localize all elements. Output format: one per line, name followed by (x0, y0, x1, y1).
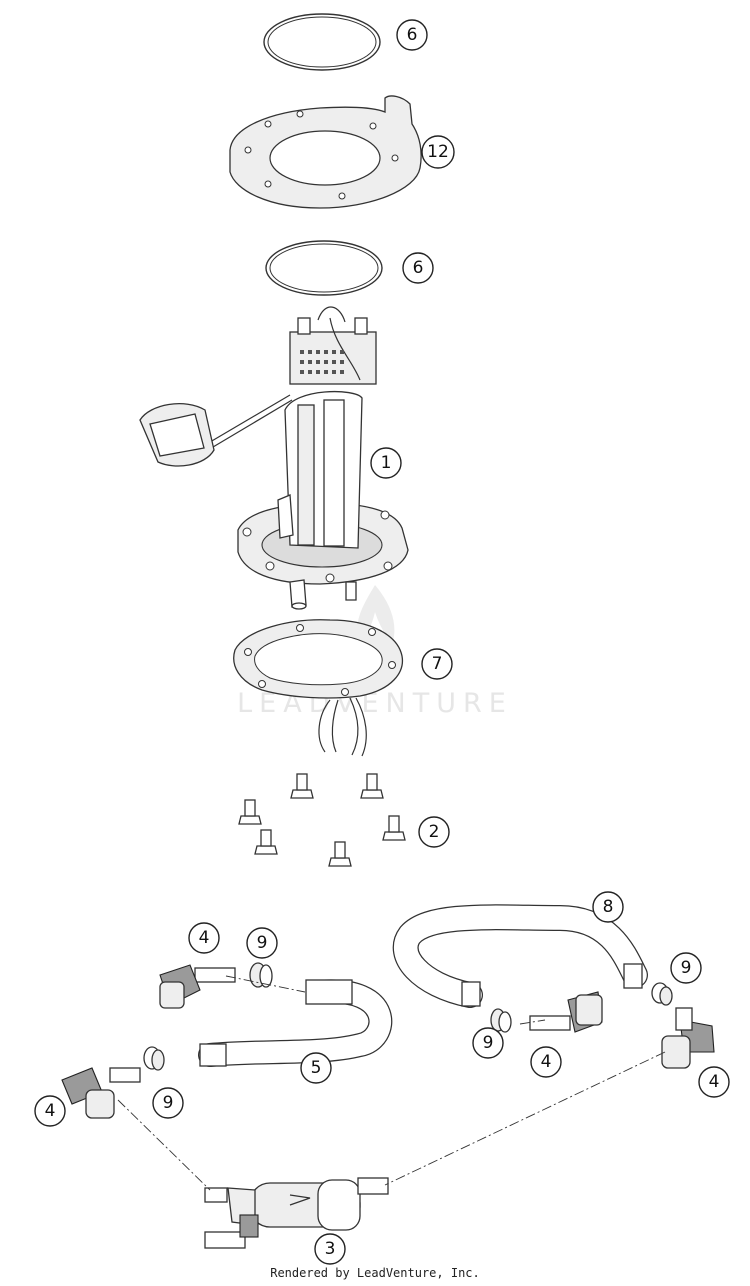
svg-text:12: 12 (427, 142, 449, 162)
callout-part-1-fuel-pump: 1 (370, 447, 402, 479)
callout-part-6-lower-o-ring: 6 (402, 252, 434, 284)
svg-text:1: 1 (381, 453, 392, 473)
svg-text:9: 9 (257, 933, 268, 953)
bolt (290, 773, 314, 799)
svg-text:9: 9 (163, 1093, 174, 1113)
svg-text:7: 7 (432, 654, 443, 674)
gasket-plate (229, 95, 422, 209)
callout-part-9-clamp: 9 (152, 1087, 184, 1119)
svg-text:4: 4 (709, 1072, 720, 1092)
callout-part-3-fuel-filter: 3 (314, 1233, 346, 1265)
quick-connector (61, 1067, 141, 1119)
bolt (328, 841, 352, 867)
hose-clamp (651, 982, 673, 1006)
hose-clamp (143, 1046, 165, 1071)
quick-connector (159, 964, 236, 1009)
hose-clamp (490, 1008, 512, 1033)
callout-part-7-flange-gasket: 7 (421, 648, 453, 680)
quick-connector (661, 1007, 715, 1069)
svg-text:3: 3 (325, 1239, 336, 1259)
fuel-filter (204, 1177, 389, 1249)
quick-connectors (61, 964, 715, 1119)
callout-part-2-bolts: 2 (418, 816, 450, 848)
flange-gasket (233, 619, 404, 757)
callout-part-4-connector: 4 (530, 1046, 562, 1078)
svg-text:4: 4 (45, 1101, 56, 1121)
fuel-hose-right (392, 904, 648, 1008)
callouts: 6 12 6 1 7 2 8 4 9 9 9 4 5 4 9 4 3 (34, 19, 730, 1265)
hose-clamps (143, 962, 673, 1071)
fuel-pump-assembly (139, 306, 409, 610)
svg-text:4: 4 (541, 1052, 552, 1072)
quick-connector (529, 991, 603, 1033)
callout-part-4-connector: 4 (698, 1066, 730, 1098)
callout-part-9-clamp: 9 (246, 927, 278, 959)
bolt (360, 773, 384, 799)
callout-part-6-top-o-ring: 6 (396, 19, 428, 51)
render-credit: Rendered by LeadVenture, Inc. (270, 1266, 480, 1280)
svg-text:6: 6 (407, 25, 418, 45)
flange-bolts (238, 773, 406, 867)
callout-part-5-hose-left: 5 (300, 1052, 332, 1084)
bolt (382, 815, 406, 841)
callout-part-8-hose-right: 8 (592, 891, 624, 923)
callout-part-4-connector: 4 (188, 922, 220, 954)
svg-text:9: 9 (483, 1033, 494, 1053)
svg-text:8: 8 (603, 897, 614, 917)
hose-clamp (249, 962, 273, 988)
o-ring-lower (265, 240, 383, 296)
bolt (238, 799, 262, 825)
fuel-hose-left (198, 979, 393, 1067)
svg-text:2: 2 (429, 822, 440, 842)
callout-part-12-gasket-plate: 12 (421, 135, 455, 169)
svg-text:5: 5 (311, 1058, 322, 1078)
callout-part-9-clamp: 9 (670, 952, 702, 984)
svg-text:9: 9 (681, 958, 692, 978)
svg-text:6: 6 (413, 258, 424, 278)
o-ring-top (263, 13, 381, 71)
bolt (254, 829, 278, 855)
callout-part-4-connector: 4 (34, 1095, 66, 1127)
callout-part-9-clamp: 9 (472, 1027, 504, 1059)
svg-text:4: 4 (199, 928, 210, 948)
leader-lines (117, 975, 666, 1191)
